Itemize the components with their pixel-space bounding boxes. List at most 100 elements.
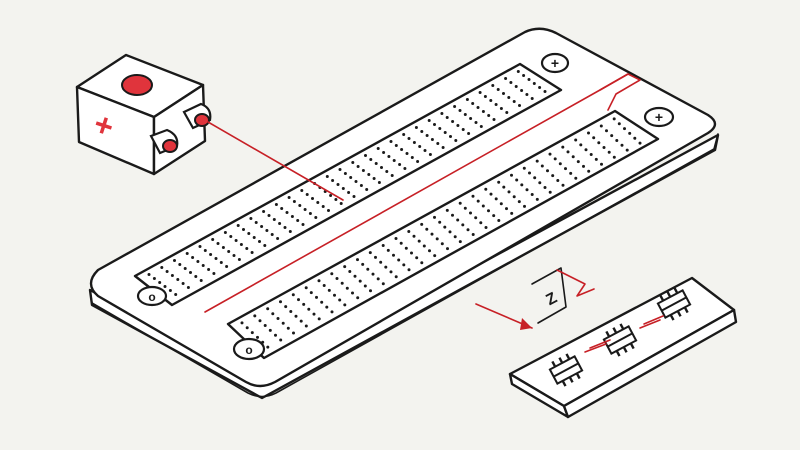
- breadboard-hole: [491, 84, 495, 87]
- zoom-z-icon: Z: [531, 267, 595, 324]
- breadboard-hole: [623, 127, 626, 131]
- breadboard-hole: [240, 321, 244, 325]
- breadboard-hole: [420, 261, 424, 265]
- breadboard-hole: [530, 193, 534, 196]
- breadboard-hole: [354, 180, 358, 183]
- breadboard-hole: [386, 248, 390, 252]
- breadboard-hole: [423, 149, 427, 152]
- breadboard-hole: [548, 152, 552, 156]
- breadboard-hole: [515, 178, 519, 182]
- breadboard-hole: [321, 205, 325, 208]
- breadboard-hole: [454, 139, 458, 142]
- breadboard-hole: [236, 224, 240, 227]
- breadboard-hole: [397, 258, 401, 262]
- breadboard-hole: [281, 321, 285, 325]
- breadboard-hole: [254, 221, 258, 224]
- breadboard-hole: [441, 146, 445, 149]
- breadboard-hole: [556, 179, 560, 182]
- breadboard-hole: [278, 222, 282, 225]
- breadboard-hole: [263, 324, 267, 327]
- breadboard-hole: [291, 293, 295, 297]
- module-chips: [548, 287, 692, 387]
- zoom-z-symbol: Z: [543, 289, 560, 309]
- breadboard-hole: [522, 166, 526, 170]
- breadboard-hole: [343, 172, 347, 175]
- breadboard-hole: [535, 197, 539, 201]
- breadboard-hole: [416, 160, 420, 163]
- breadboard-hole: [290, 215, 294, 218]
- breadboard-hole: [458, 240, 462, 244]
- breadboard-hole: [336, 183, 340, 186]
- breadboard-hole: [181, 282, 185, 285]
- breadboard-hole: [582, 164, 585, 168]
- breadboard-hole: [376, 277, 380, 281]
- breadboard-hole: [279, 338, 283, 342]
- mount-hole-bottom: o: [232, 337, 266, 361]
- breadboard-hole: [628, 131, 632, 135]
- breadboard-hole: [379, 260, 383, 264]
- breadboard-hole: [394, 237, 398, 240]
- breadboard-hole: [471, 194, 475, 198]
- breadboard-hole: [227, 250, 231, 253]
- breadboard-hole: [387, 155, 391, 158]
- breadboard-hole: [527, 78, 531, 81]
- breadboard-hole: [315, 295, 318, 299]
- breadboard-hole: [280, 207, 284, 210]
- breadboard-hole: [476, 106, 480, 109]
- breadboard-hole: [414, 126, 418, 129]
- breadboard-hole: [512, 100, 516, 103]
- breadboard-hole: [266, 307, 270, 311]
- breadboard-hole: [340, 281, 344, 285]
- breadboard-hole: [456, 124, 460, 127]
- breadboard-hole: [309, 291, 313, 295]
- breadboard-hole: [203, 249, 207, 252]
- breadboard-hole: [569, 171, 573, 175]
- breadboard-hole: [625, 148, 629, 152]
- breadboard-hole: [499, 202, 503, 206]
- breadboard-hole: [530, 97, 534, 100]
- breadboard-hole: [525, 93, 529, 96]
- battery-cube-icon: +: [75, 53, 344, 201]
- breadboard-hole: [394, 275, 398, 279]
- breadboard-hole: [272, 218, 276, 221]
- breadboard-hole: [298, 204, 302, 207]
- mount-hole-top-symbol: +: [551, 55, 559, 71]
- breadboard-hole: [225, 265, 229, 268]
- breadboard-hole: [207, 268, 211, 271]
- breadboard-hole: [380, 166, 383, 169]
- chip-module-icon: [508, 276, 738, 419]
- breadboard-hole: [456, 218, 460, 222]
- power-rail-tap: [599, 73, 629, 91]
- breadboard-hole: [276, 237, 280, 240]
- power-rail-wire: [204, 73, 641, 313]
- breadboard-hole: [435, 237, 439, 241]
- breadboard-hole: [250, 331, 254, 335]
- breadboard-hole: [433, 215, 436, 219]
- breadboard-hole: [433, 254, 437, 258]
- breadboard-hole: [505, 207, 508, 211]
- breadboard-hole: [438, 127, 442, 130]
- module-arrow-3: [639, 319, 661, 329]
- breadboard-hole: [558, 162, 562, 166]
- breadboard-hole: [471, 102, 475, 105]
- breadboard-hole: [271, 312, 275, 316]
- breadboard-hole: [223, 231, 227, 234]
- breadboard-hole: [469, 211, 472, 215]
- breadboard-hole: [494, 103, 498, 106]
- breadboard: + + o o: [88, 27, 720, 400]
- breadboard-hole: [394, 144, 398, 147]
- breadboard-hole: [398, 163, 402, 166]
- breadboard-hole: [170, 274, 174, 277]
- breadboard-hole: [165, 270, 169, 273]
- breadboard-hole: [479, 125, 483, 128]
- breadboard-hole: [492, 214, 496, 218]
- breadboard-hole: [479, 221, 483, 225]
- breadboard-hole: [294, 314, 298, 318]
- breadboard-hole: [445, 208, 449, 212]
- breadboard-hole: [285, 211, 289, 214]
- breadboard-hole: [392, 253, 395, 257]
- breadboard-hole: [258, 319, 262, 323]
- breadboard-hole: [463, 113, 467, 116]
- breadboard-hole: [407, 230, 411, 233]
- breadboard-hole: [612, 155, 616, 159]
